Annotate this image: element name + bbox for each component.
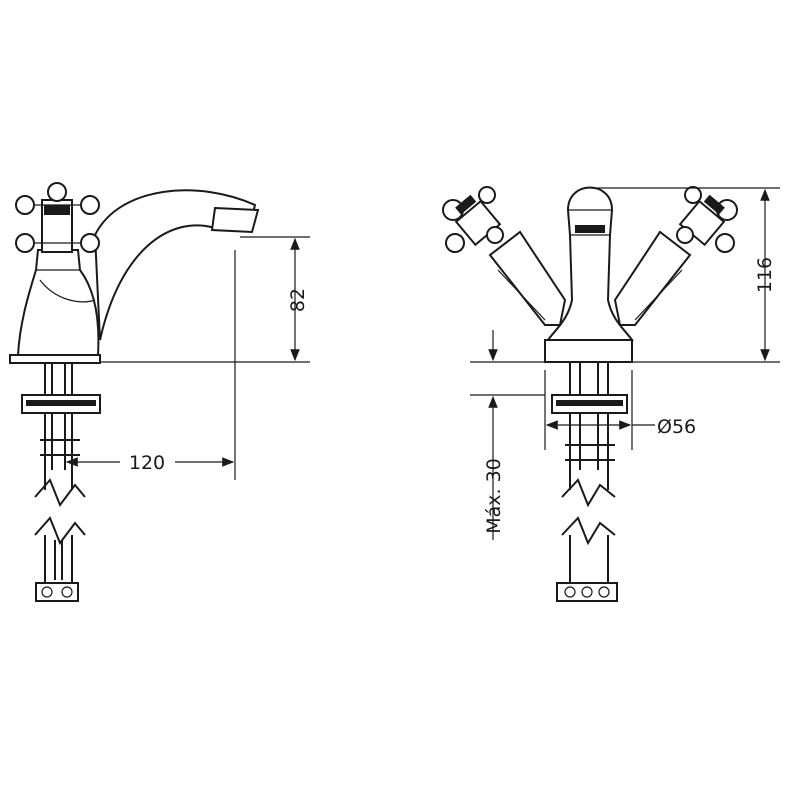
base-diameter-label: Ø56 bbox=[657, 416, 696, 438]
front-view: 116 Ø56 Máx. 30 bbox=[442, 186, 780, 602]
side-view: 82 120 bbox=[9, 182, 310, 602]
front-base bbox=[544, 339, 633, 363]
dimension-total-height: 116 bbox=[470, 187, 780, 363]
side-cross-handle bbox=[15, 182, 100, 253]
max-deck-thickness-label: Máx. 30 bbox=[483, 458, 505, 534]
front-body bbox=[546, 186, 634, 341]
dimension-spout-reach: 120 bbox=[65, 250, 236, 480]
dimension-spout-height: 82 bbox=[100, 236, 310, 363]
spout-reach-label: 120 bbox=[129, 452, 165, 474]
front-shank bbox=[551, 362, 628, 602]
dimension-base-diameter: Ø56 bbox=[544, 370, 696, 450]
side-base-plate bbox=[9, 354, 101, 364]
front-left-handle bbox=[442, 186, 567, 326]
spout-height-label: 82 bbox=[287, 288, 309, 312]
total-height-label: 116 bbox=[754, 257, 776, 293]
dimension-max-deck-thickness: Máx. 30 bbox=[470, 330, 545, 540]
front-right-handle bbox=[613, 186, 738, 326]
spout-aerator bbox=[210, 206, 260, 234]
side-body bbox=[16, 249, 100, 356]
side-shank bbox=[21, 363, 101, 602]
